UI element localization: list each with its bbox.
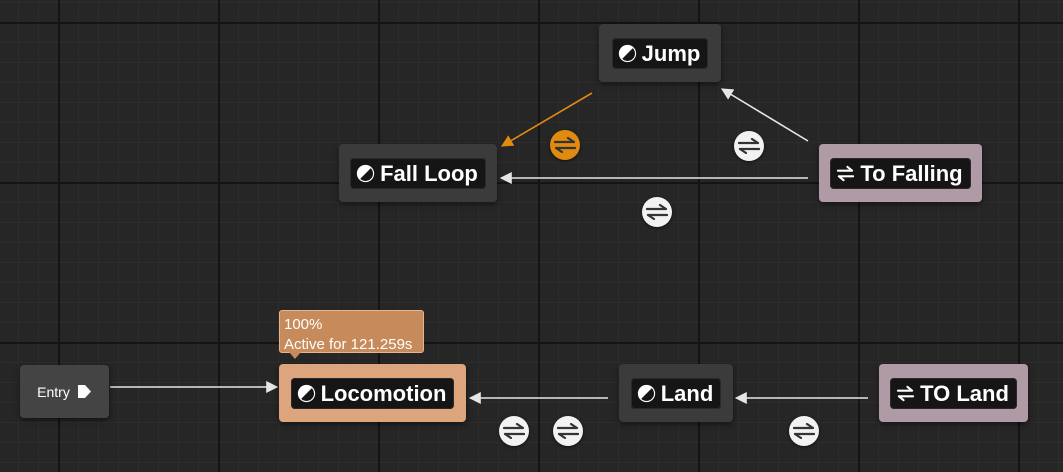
swap-arrows-icon — [557, 423, 579, 439]
swap-arrows-icon — [793, 423, 815, 439]
swap-arrows-icon — [503, 423, 525, 439]
state-label: Land — [660, 380, 714, 406]
state-half-circle-icon — [297, 384, 315, 402]
transition-to-falling-to-jump[interactable] — [720, 88, 809, 142]
transition-rule-icon[interactable] — [550, 130, 580, 160]
state-node-fall-loop[interactable]: Fall Loop — [339, 144, 497, 202]
transition-rule-icon[interactable] — [642, 197, 672, 227]
state-half-circle-icon — [637, 384, 655, 402]
state-half-circle-icon — [356, 164, 375, 182]
transition-rule-icon[interactable] — [789, 416, 819, 446]
swap-arrows-icon — [554, 137, 576, 153]
node-title-bar: TO Land — [890, 377, 1017, 409]
node-title-bar: To Falling — [830, 157, 971, 189]
swap-arrows-icon — [738, 138, 760, 154]
conduit-swap-icon — [837, 165, 855, 181]
tooltip-pointer — [289, 352, 301, 359]
node-title-bar: Land — [630, 377, 722, 409]
active-state-tooltip: 100% Active for 121.259s — [279, 310, 424, 353]
state-label: Jump — [641, 40, 701, 66]
transition-rule-icon[interactable] — [734, 131, 764, 161]
active-time-text: Active for 121.259s — [284, 336, 413, 353]
conduit-node-to-land[interactable]: TO Land — [879, 364, 1028, 422]
conduit-swap-icon — [896, 385, 915, 401]
node-title-bar: Jump — [611, 37, 709, 69]
swap-arrows-icon — [646, 204, 668, 220]
state-label: Fall Loop — [380, 160, 478, 186]
entry-label: Entry — [37, 383, 70, 400]
state-half-circle-icon — [618, 44, 636, 62]
entry-node[interactable]: Entry — [20, 365, 109, 418]
transition-rule-icon[interactable] — [499, 416, 529, 446]
state-node-locomotion[interactable]: Locomotion — [279, 364, 466, 422]
conduit-label: TO Land — [920, 380, 1009, 406]
transition-rule-icon[interactable] — [553, 416, 583, 446]
node-title-bar: Fall Loop — [350, 157, 486, 189]
conduit-label: To Falling — [860, 160, 963, 186]
state-label: Locomotion — [320, 380, 447, 406]
state-node-jump[interactable]: Jump — [599, 24, 721, 82]
conduit-node-to-falling[interactable]: To Falling — [819, 144, 982, 202]
node-title-bar: Locomotion — [290, 377, 455, 409]
blend-weight-text: 100% — [284, 316, 323, 333]
transition-jump-to-fall-loop[interactable] — [500, 92, 593, 147]
state-node-land[interactable]: Land — [619, 364, 733, 422]
entry-arrow-icon — [77, 385, 91, 398]
